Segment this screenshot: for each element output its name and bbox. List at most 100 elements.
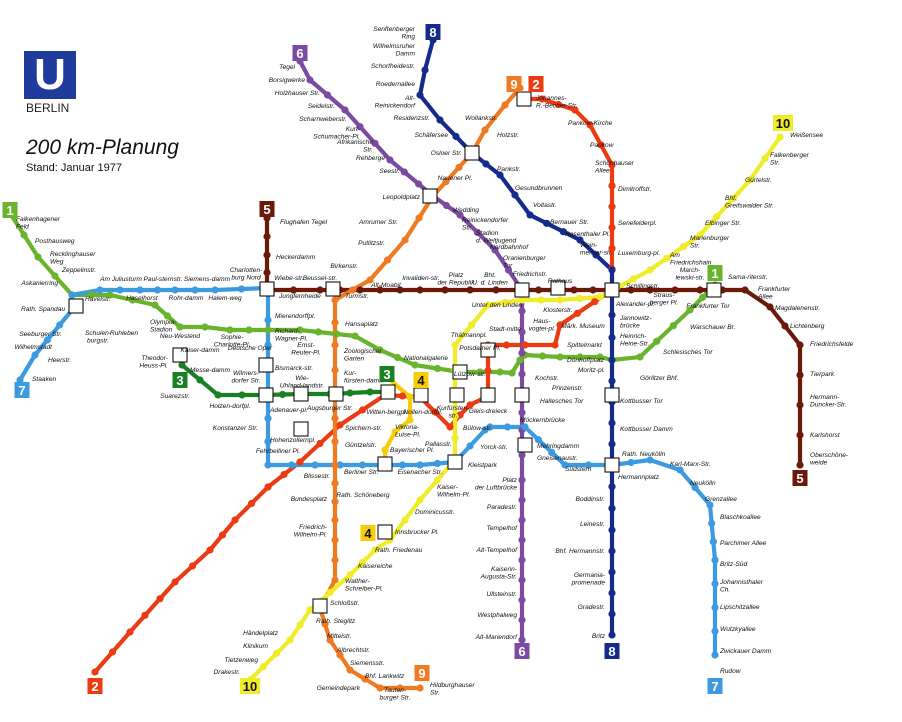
station-dot[interactable] [473,228,482,237]
station-label[interactable]: Stadt-mitte [489,326,521,333]
station-dot[interactable] [502,341,511,349]
station-label[interactable]: Tierpark [810,371,835,378]
station-dot[interactable] [456,211,464,219]
interchange-station[interactable] [312,598,328,614]
interchange-station[interactable] [480,342,496,358]
station-dot[interactable] [796,371,804,379]
station-dot[interactable] [556,321,564,329]
interchange-station[interactable] [706,282,722,298]
station-label[interactable]: Bülow-str. [463,425,492,432]
station-label[interactable]: Ernst-Reuter-Pl. [291,342,321,357]
station-dot[interactable] [356,123,364,131]
station-dot[interactable] [96,286,104,294]
station-dot[interactable] [358,461,367,469]
station-dot[interactable] [91,668,99,676]
station-dot[interactable] [416,684,424,692]
station-dot[interactable] [538,352,547,360]
station-label[interactable]: Karl-Marx-Str. [670,461,711,468]
station-dot[interactable] [433,459,442,468]
station-label[interactable]: Klosterstr. [543,307,573,314]
station-label[interactable]: Güntzelstr. [345,442,377,449]
station-dot[interactable] [331,556,339,564]
station-dot[interactable] [653,337,661,345]
station-dot[interactable] [416,461,424,469]
line-10-badge[interactable]: 10 [773,115,793,131]
station-dot[interactable] [508,369,516,377]
station-dot[interactable] [796,401,804,409]
station-dot[interactable] [608,419,616,427]
station-label[interactable]: Drakestr. [213,669,240,676]
station-label[interactable]: Tietzenweg [224,657,258,664]
station-dot[interactable] [171,286,179,294]
station-dot[interactable] [516,356,524,364]
station-label[interactable]: Residenzstr. [394,115,431,122]
station-dot[interactable] [608,182,616,190]
station-dot[interactable] [416,496,424,504]
station-dot[interactable] [333,330,341,338]
station-dot[interactable] [341,106,349,114]
station-dot[interactable] [416,91,424,99]
station-label[interactable]: Magdalenenstr. [775,305,820,312]
station-label[interactable]: Gradestr. [578,604,605,611]
station-label[interactable]: Seeburger Str. [19,331,62,338]
station-dot[interactable] [504,266,513,274]
station-label[interactable]: Voltastr. [533,202,557,209]
station-dot[interactable] [226,326,234,334]
line-5-badge[interactable]: 5 [259,201,275,217]
station-dot[interactable] [316,439,324,448]
station-dot[interactable] [259,663,267,671]
interchange-station[interactable] [517,437,533,453]
station-dot[interactable] [381,446,389,454]
station-dot[interactable] [543,219,551,227]
station-label[interactable]: Rath. Steglitz [316,618,356,625]
station-dot[interactable] [686,306,694,314]
station-label[interactable]: Weißensee [790,132,824,139]
station-dot[interactable] [451,413,459,421]
station-label[interactable]: Johannes-R.-Becher-Str. [535,95,578,110]
station-dot[interactable] [398,461,407,469]
station-label[interactable]: Ullsteinstr. [486,591,517,598]
station-dot[interactable] [676,466,684,474]
station-label[interactable]: Theodor-Heuss-Pl. [139,355,168,370]
station-label[interactable]: Alt-Reinickendorf [375,95,416,110]
station-dot[interactable] [201,323,209,331]
station-label[interactable]: Haus-vogtei-pl. [529,318,556,333]
station-label[interactable]: Heinrich-Heine-Str. [620,333,650,348]
station-dot[interactable] [576,353,584,361]
station-dot[interactable] [358,406,367,414]
station-dot[interactable] [766,303,774,311]
station-dot[interactable] [421,66,429,74]
station-dot[interactable] [669,322,677,330]
station-dot[interactable] [554,100,563,109]
station-dot[interactable] [452,132,460,141]
station-dot[interactable] [446,423,454,431]
station-dot[interactable] [361,675,369,683]
station-dot[interactable] [264,341,272,349]
station-dot[interactable] [87,291,95,299]
station-dot[interactable] [264,414,272,422]
station-dot[interactable] [151,301,159,309]
station-label[interactable]: Rathaus [548,278,573,285]
station-dot[interactable] [280,470,288,479]
station-dot[interactable] [371,139,379,147]
station-dot[interactable] [608,610,616,618]
station-dot[interactable] [188,562,197,570]
station-dot[interactable] [711,651,719,659]
station-label[interactable]: Turmstr. [345,293,369,300]
station-dot[interactable] [126,628,134,636]
station-dot[interactable] [596,293,604,301]
station-dot[interactable] [296,621,304,629]
station-label[interactable]: Am Juliusturm [99,276,142,283]
station-label[interactable]: Jungfernheide [278,293,321,300]
station-label[interactable]: Flughafen Tegel [280,219,328,226]
station-label[interactable]: Britz [592,633,606,640]
station-label[interactable]: Rath. Schöneberg [336,492,389,499]
station-dot[interactable] [415,214,423,222]
station-label[interactable]: Unter den Linden [472,302,523,309]
station-dot[interactable] [128,296,137,304]
line-8-badge[interactable]: 8 [604,643,620,659]
station-dot[interactable] [116,286,124,294]
station-label[interactable]: Askanierring [20,280,58,287]
